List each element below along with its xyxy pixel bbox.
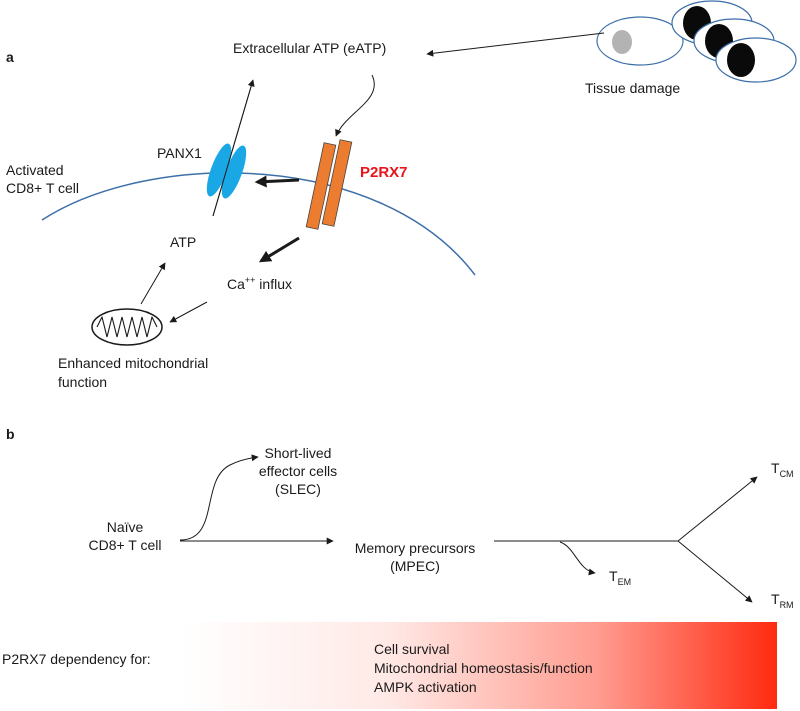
cell-label-line1: Activated xyxy=(6,162,64,178)
arrow-to-tcm xyxy=(677,476,758,542)
naive-label-line2: CD8+ T cell xyxy=(88,537,161,553)
panel-b-label: b xyxy=(6,426,15,442)
naive-label-line1: Naïve xyxy=(107,519,144,535)
arrow-tissue-to-eatp xyxy=(426,32,605,57)
p2rx7-label: P2RX7 xyxy=(360,164,408,181)
arrow-to-trm xyxy=(677,540,753,603)
mpec-label-line2: (MPEC) xyxy=(390,558,440,574)
slec-label-line2: effector cells xyxy=(259,463,337,479)
arrow-ca-to-mito xyxy=(169,301,208,323)
dependency-item-1: Cell survival xyxy=(374,641,449,657)
dependency-gradient-bar xyxy=(180,622,777,709)
mpec-label-line1: Memory precursors xyxy=(355,540,476,556)
slec-label-line1: Short-lived xyxy=(265,445,332,461)
dependency-label: P2RX7 dependency for: xyxy=(2,651,151,667)
atp-label: ATP xyxy=(170,234,196,250)
panx1-channel xyxy=(206,143,247,199)
dependency-item-3: AMPK activation xyxy=(374,679,477,695)
ca-influx-label: Ca++ influx xyxy=(227,275,292,292)
arrow-p2rx7-to-ca xyxy=(258,236,300,263)
mito-label-line1: Enhanced mitochondrial xyxy=(58,355,208,371)
arrow-to-tem xyxy=(559,541,596,576)
panel-a-label: a xyxy=(6,49,14,65)
arrow-p2rx7-to-panx1 xyxy=(254,175,300,188)
cell-membrane xyxy=(41,172,476,276)
tissue-damage-label: Tissue damage xyxy=(585,80,680,96)
tissue-damage-cells xyxy=(596,0,797,83)
slec-label-line3: (SLEC) xyxy=(275,481,321,497)
tem-label: TEM xyxy=(609,568,631,587)
dependency-item-2: Mitochondrial homeostasis/function xyxy=(374,660,593,676)
arrow-mito-to-atp xyxy=(140,262,166,305)
eatp-label: Extracellular ATP (eATP) xyxy=(233,40,386,56)
arrow-naive-to-slec xyxy=(179,454,259,541)
mito-label-line2: function xyxy=(58,374,107,390)
tcm-label: TCM xyxy=(771,460,794,479)
panx1-label: PANX1 xyxy=(157,145,202,161)
trm-label: TRM xyxy=(771,591,794,610)
cell-label-line2: CD8+ T cell xyxy=(6,180,79,196)
mitochondrion-icon xyxy=(91,308,163,346)
arrow-eatp-to-p2rx7 xyxy=(335,74,375,137)
panx1-crossing-line xyxy=(212,79,254,217)
p2rx7-receptor xyxy=(305,139,353,230)
